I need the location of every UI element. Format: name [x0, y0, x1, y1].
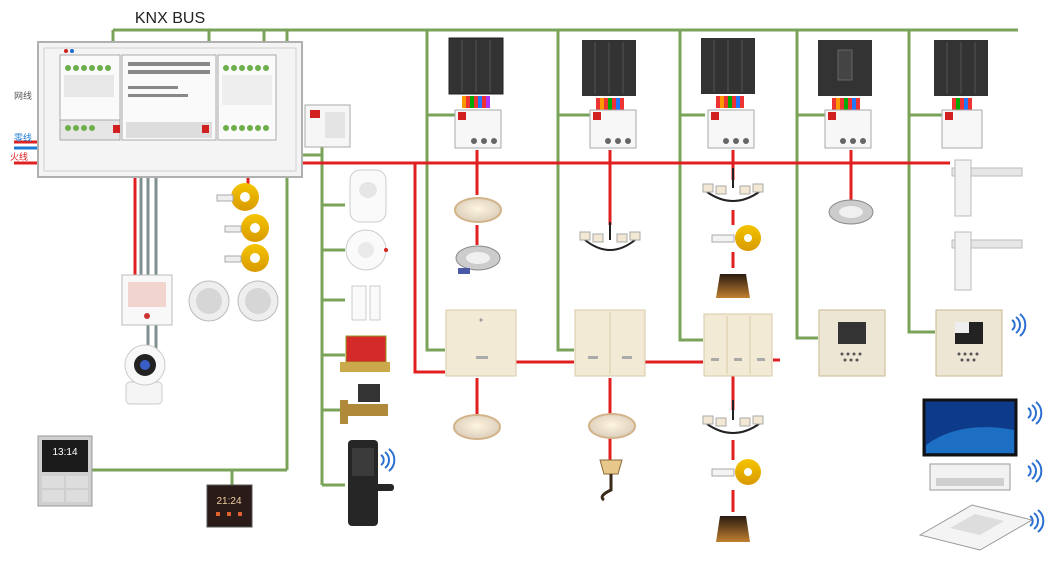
wifi-icon: [1029, 509, 1045, 533]
keypad-column-5: [934, 40, 988, 149]
chandelier-icon: [702, 168, 764, 202]
wifi-icon: [1011, 313, 1027, 337]
wifi-icon: [1027, 459, 1043, 483]
led-strip-icon: [711, 225, 761, 251]
keypad-column-1: [448, 37, 504, 149]
line-coupler-module: [304, 104, 351, 148]
room-control-panel: [818, 309, 886, 377]
bus-wires: [90, 28, 1018, 487]
pir-sensor-icon: [349, 169, 387, 223]
cassette-ac-icon: [918, 504, 1034, 551]
keypad-column-3: [701, 38, 755, 149]
panel-large-clock: 13:14: [52, 447, 77, 458]
network-label: 网线: [14, 90, 32, 101]
downlight-icon: [455, 245, 501, 274]
room-control-panel: [935, 309, 1003, 377]
chandelier-icon: [579, 222, 641, 251]
pendant-lamp-icon: [716, 516, 750, 542]
keypad-column-2: [582, 40, 637, 149]
led-strip-icon: [711, 459, 761, 485]
live-label: 火线: [10, 151, 28, 162]
gas-valve-icon: [340, 384, 388, 424]
security-camera-icon: [124, 344, 166, 405]
keypad-column-4: [818, 40, 872, 149]
wall-switch-triple: [703, 313, 773, 377]
curtain-motor-icon: [951, 231, 1023, 291]
wall-switch-double: [574, 309, 646, 377]
door-sensor-icon: [351, 285, 381, 321]
wall-switch-single: [445, 309, 517, 377]
smoke-detector-icon: [345, 229, 388, 271]
wall-lamp-icon: [599, 459, 623, 502]
led-strip-group-cabinet: [216, 183, 269, 272]
bus-title: KNX BUS: [135, 10, 205, 27]
downlight-icon: [828, 199, 874, 225]
ceiling-light-icon: [588, 413, 636, 439]
wifi-icon: [380, 448, 396, 472]
chandelier-icon: [702, 400, 764, 434]
water-valve-icon: [340, 335, 390, 372]
ceiling-light-icon: [454, 197, 502, 223]
smart-touch-panel: 13:14: [37, 435, 93, 507]
panel-small-clock: 21:24: [216, 496, 241, 507]
ceiling-light-icon: [453, 414, 501, 440]
air-conditioner-icon: [929, 463, 1011, 491]
neutral-label: 零线: [14, 132, 32, 143]
din-rail-cabinet: [37, 41, 303, 178]
pendant-lamp-icon: [716, 274, 750, 298]
television-icon: [922, 398, 1018, 457]
background-music-panel: [121, 274, 173, 326]
wifi-icon: [1027, 401, 1043, 425]
thermostat-panel: 21:24: [206, 484, 253, 528]
smart-door-lock-icon: [348, 440, 394, 526]
curtain-motor-icon: [951, 159, 1023, 217]
ceiling-speaker-icon: [188, 280, 279, 322]
